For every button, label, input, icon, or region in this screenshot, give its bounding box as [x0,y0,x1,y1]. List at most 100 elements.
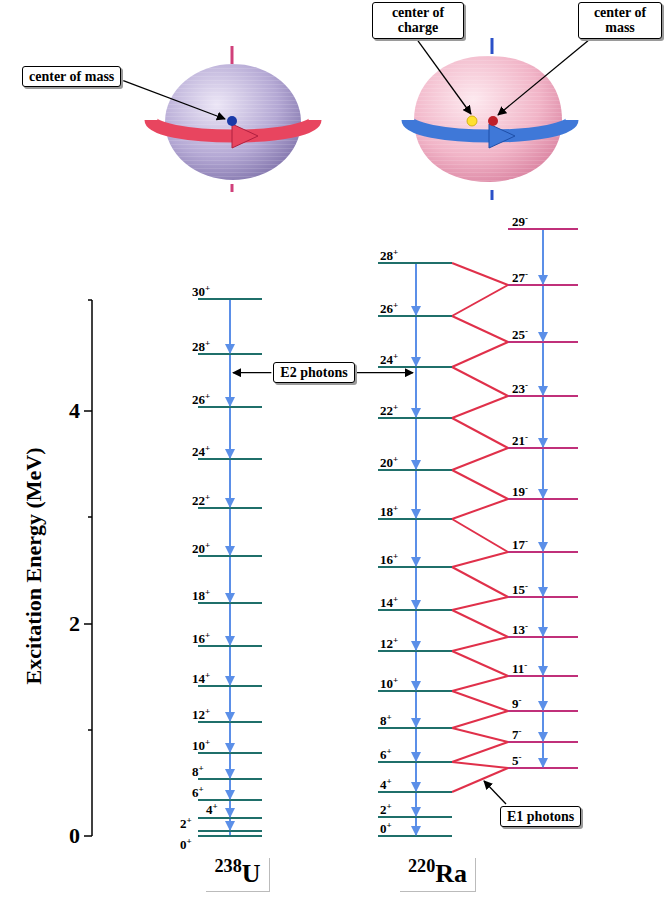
e1-transition [452,651,508,676]
e2-transition [229,780,231,799]
axis-title: Excitation Energy (MeV) [23,447,45,684]
e2-transition [542,677,544,710]
callout-box: center of mass [578,2,662,39]
leader-arrow [357,372,413,373]
e2-transition [229,647,231,685]
energy-level [508,767,578,769]
e2-transition [415,692,417,727]
level-label: 20+ [380,456,398,469]
nucleus-texture [165,64,301,180]
e1-transition [452,499,508,519]
e1-transition [452,768,508,792]
e2-transition [415,419,417,469]
level-label: 18+ [380,505,398,518]
axis-tick [88,299,92,301]
level-label: 17- [512,538,528,551]
node-text: 220Ra [408,860,467,889]
e2-transition [415,793,417,816]
level-label: 27- [512,271,528,284]
node-text: center of mass [585,5,655,36]
e2-transition [229,408,231,458]
e1-transition [452,728,508,742]
e2-transition [415,652,417,690]
level-label: 13- [512,623,528,636]
axis-marker [231,184,234,192]
node-text: 238U [214,860,260,889]
e1-transition [452,418,508,448]
e2-transition [415,317,417,366]
axis-tick [88,729,92,731]
leader-lines [123,41,588,804]
node-text: E2 photons [280,365,347,380]
level-label: 8+ [192,765,204,778]
e2-transition [415,818,417,835]
e2-transition [415,520,417,566]
energy-level [198,799,262,801]
energy-level [198,685,262,687]
nucleus-label: 238U [206,858,269,892]
level-label: 8+ [380,714,392,727]
leader-arrow [484,781,506,804]
level-label: 16+ [380,553,398,566]
e2-transition [542,553,544,596]
e2-transition [542,598,544,636]
level-scheme [198,229,578,836]
level-label: 14+ [192,672,210,685]
nucleus-shape [414,56,562,182]
radium-nucleus [408,38,572,200]
tick-label: 0 [69,825,80,847]
e1-transition [452,342,508,367]
e1-transition [452,519,508,552]
e1-transition [452,470,508,499]
nucleus-shape [165,64,301,180]
leader-arrow [233,372,271,373]
axis-tick [84,623,92,625]
e2-transition [542,397,544,447]
axis-line [91,300,93,836]
axis-tick [84,835,92,837]
energy-level [378,761,452,763]
e1-transition [452,676,508,691]
rotation-arrowhead [232,124,258,148]
level-label: 7- [512,728,522,741]
level-label: 21- [512,434,528,447]
energy-level [198,752,262,754]
nucleus-label: 220Ra [400,858,476,892]
e1-transition [452,367,508,396]
e1-transition [452,285,508,316]
energy-level [198,298,262,300]
level-label: 0+ [180,838,192,851]
e2-transition [229,604,231,645]
level-label: 15- [512,583,528,596]
energy-level [198,406,262,408]
level-label: 5- [512,754,522,767]
tick-label: 2 [69,613,80,635]
energy-level [198,817,262,819]
axis-marker [491,38,494,54]
e2-transition [229,355,231,406]
level-label: 25- [512,328,528,341]
level-label: 29- [512,215,528,228]
e1-transition [452,637,508,651]
leader-arrow [498,41,588,115]
energy-level [198,602,262,604]
level-label: 23- [512,382,528,395]
e1-transition [452,552,508,567]
axis-marker [491,190,494,200]
e2-transition [415,368,417,417]
level-label: 0+ [380,822,392,835]
node-text: center of mass [29,69,114,84]
level-label: 10+ [192,739,210,752]
e1-transition [452,742,508,762]
level-label: 26+ [380,302,398,315]
energy-level [508,741,578,743]
energy-level [198,830,262,832]
e1-transition [452,691,508,711]
e2-transition [229,801,231,817]
energy-level [198,353,262,355]
level-label: 4+ [380,778,392,791]
level-label: 12+ [380,637,398,650]
e1-transition [452,762,508,768]
level-label: 9- [512,697,522,710]
